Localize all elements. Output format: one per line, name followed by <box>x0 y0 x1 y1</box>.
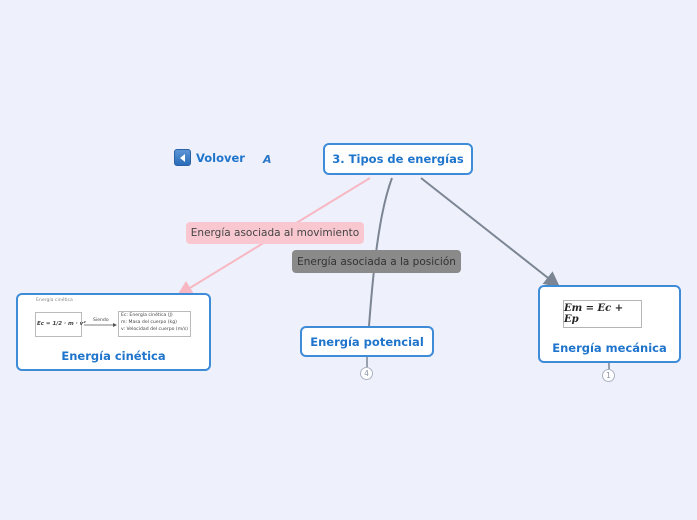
back-link-label: Volover <box>196 150 245 165</box>
back-arrow-icon <box>174 149 191 166</box>
connector-mecanica <box>420 177 561 288</box>
topic-energia-potencial[interactable]: Energía potencial <box>300 326 434 357</box>
collapsed-count-badge[interactable]: 1 <box>602 369 615 382</box>
connector-potencial <box>368 177 393 327</box>
relation-label-posicion[interactable]: Energía asociada a la posición <box>292 250 461 273</box>
back-link[interactable]: Volover <box>174 149 245 166</box>
relation-label-movimiento[interactable]: Energía asociada al movimiento <box>186 222 364 244</box>
root-topic[interactable]: 3. Tipos de energías <box>323 143 473 175</box>
mecanica-formula-image: Em = Ec + Ep <box>563 300 642 328</box>
root-topic-label: 3. Tipos de energías <box>332 152 464 166</box>
collapsed-count-badge[interactable]: 4 <box>360 367 373 380</box>
mindomo-logo-icon[interactable]: A <box>263 153 272 166</box>
topic-energia-potencial-label: Energía potencial <box>310 334 424 349</box>
topic-energia-mecanica-label: Energía mecánica <box>552 341 667 355</box>
topic-energia-cinetica-label: Energía cinética <box>61 349 166 363</box>
